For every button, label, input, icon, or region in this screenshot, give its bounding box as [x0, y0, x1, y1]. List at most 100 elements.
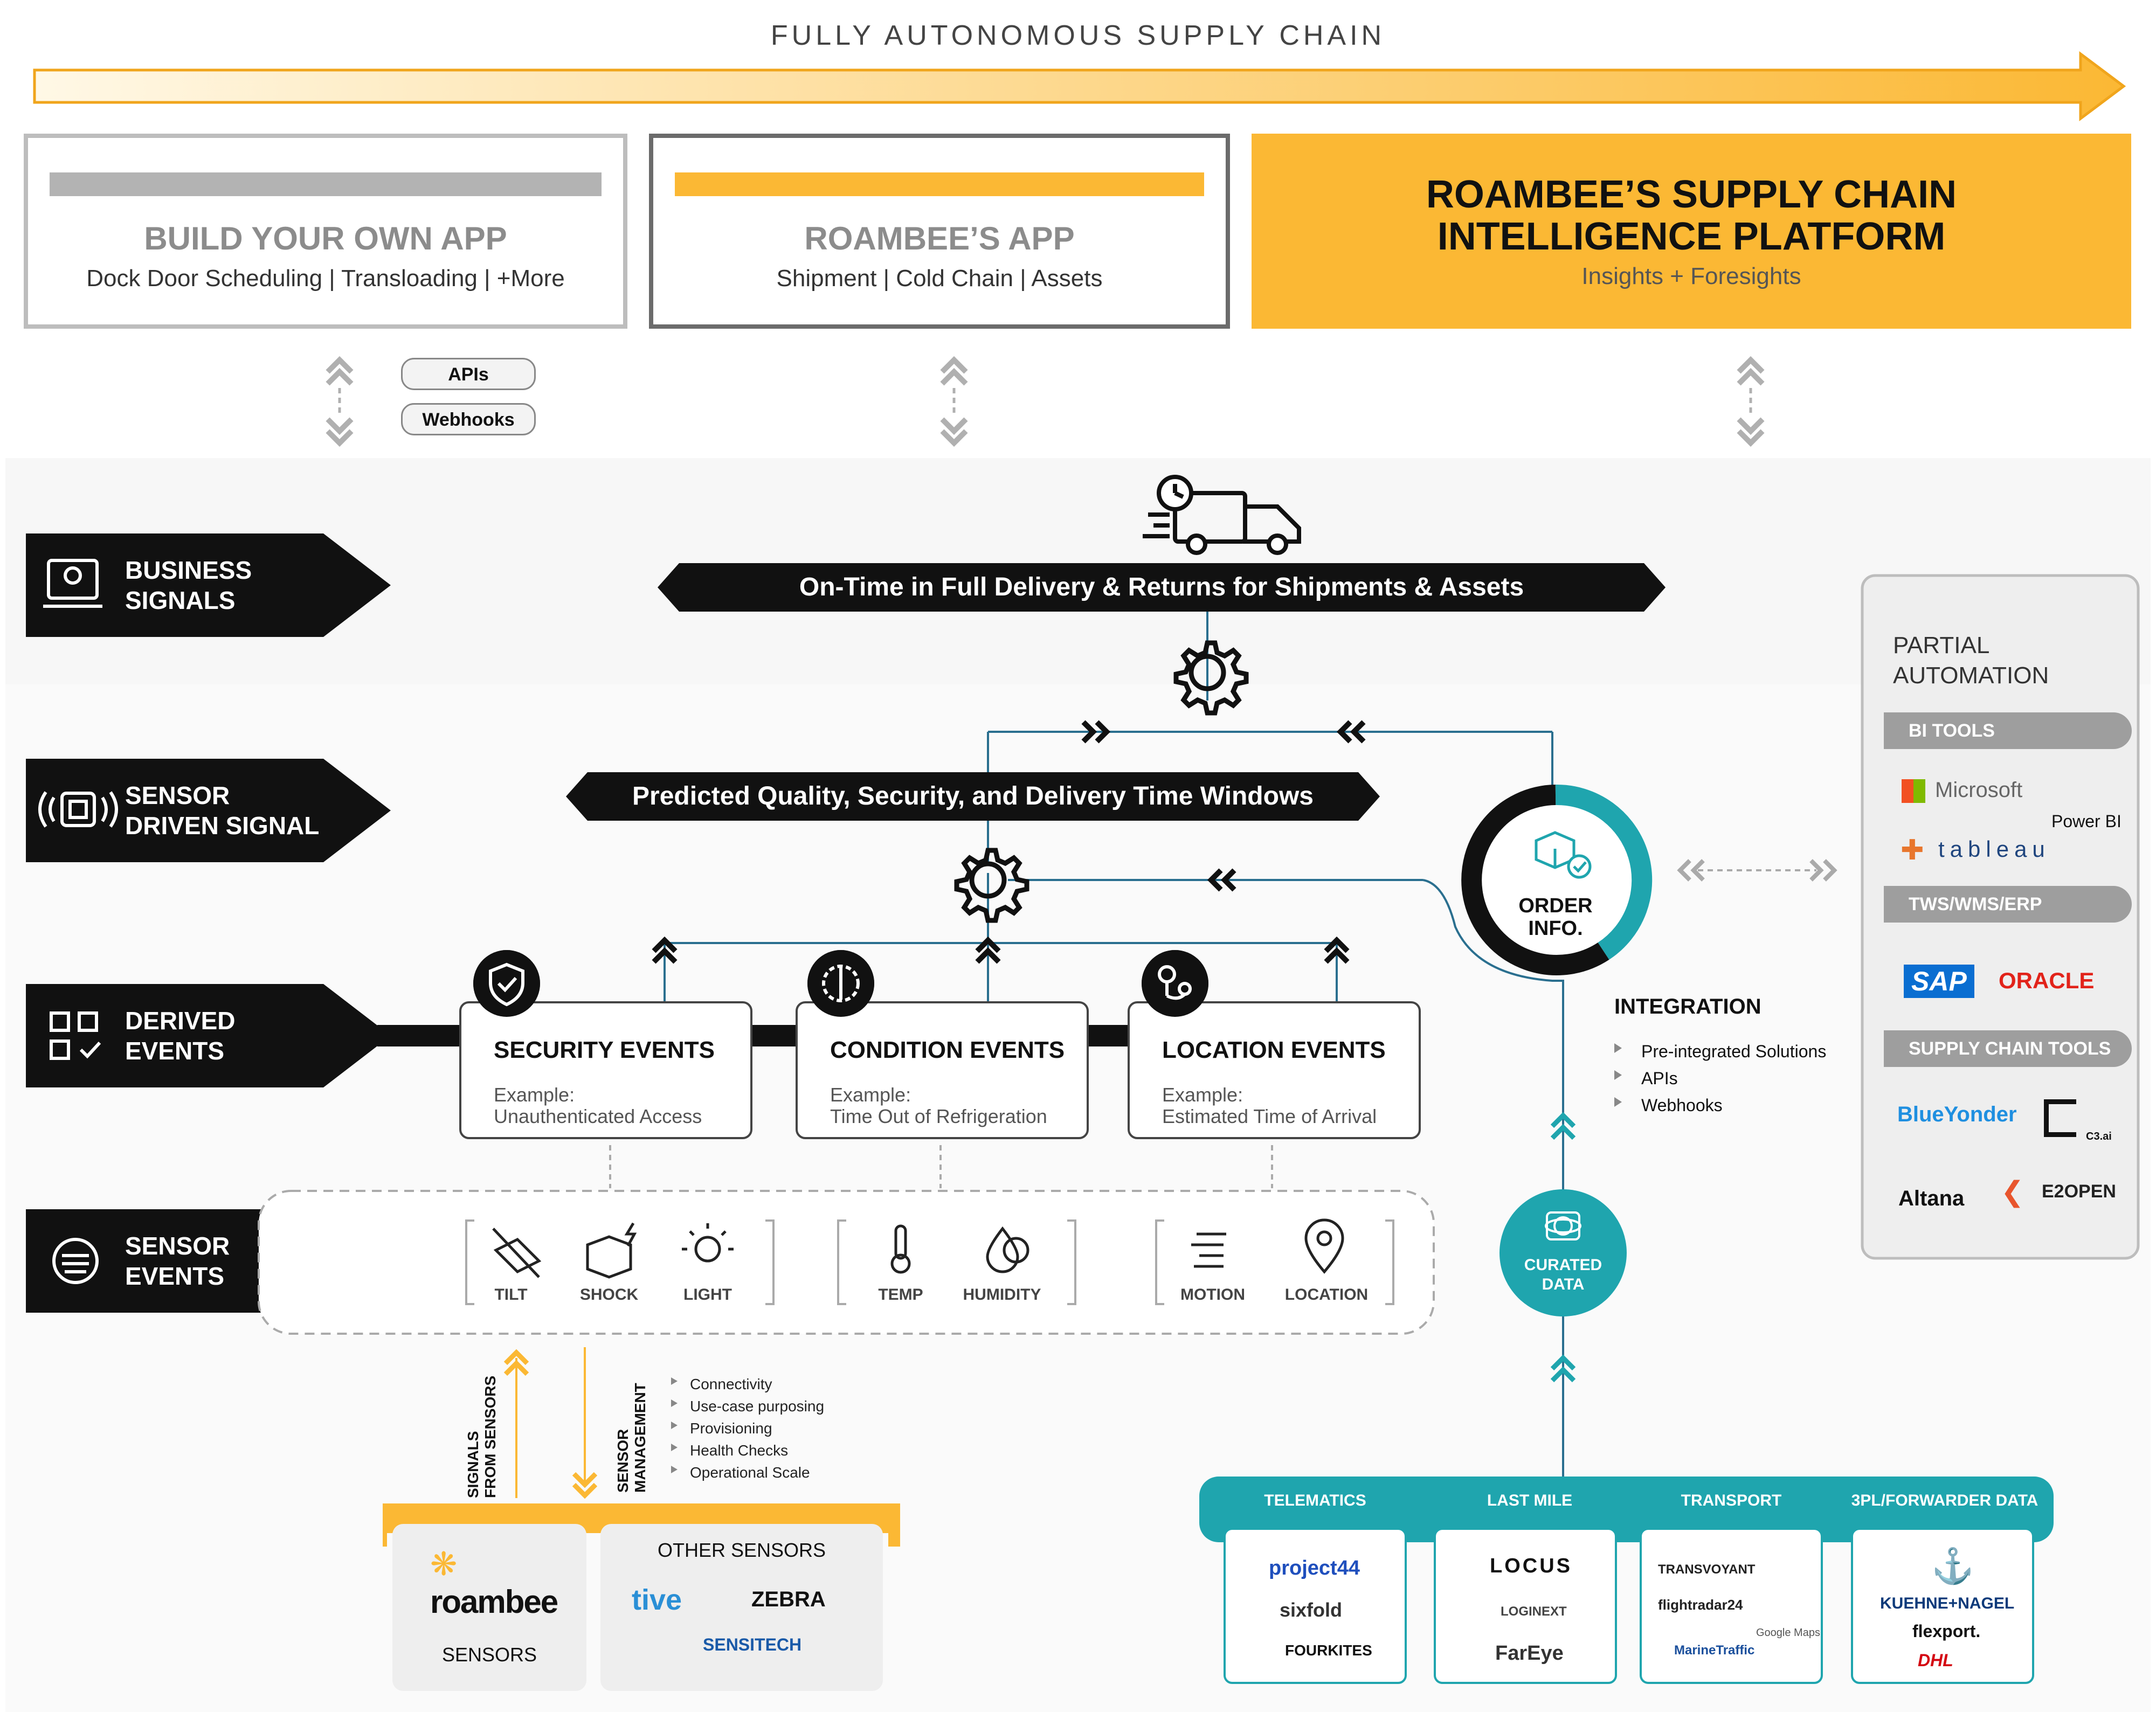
sensors-label: SENSORS [441, 1644, 537, 1666]
flexport-logo: flexport. [1912, 1621, 1981, 1641]
webhooks-pill: Webhooks [401, 403, 536, 435]
list-item: Pre-integrated Solutions [1641, 1042, 1827, 1061]
transvoyant-logo: TRANSVOYANT [1658, 1562, 1756, 1577]
transport-logos: TRANSVOYANT flightradar24 Google Maps Ma… [1640, 1528, 1823, 1684]
event-title: SECURITY EVENTS [494, 1037, 715, 1063]
card-title: INTELLIGENCE PLATFORM [1437, 215, 1946, 258]
event-example: Example:Unauthenticated Access [494, 1084, 702, 1127]
tive-logo: tive [632, 1584, 682, 1616]
event-title: CONDITION EVENTS [830, 1037, 1065, 1063]
business-band-label: On-Time in Full Delivery & Returns for S… [799, 573, 1524, 601]
sensor-motion: MOTION [1180, 1286, 1245, 1304]
bi-tools-header: BI TOOLS [1884, 712, 2132, 749]
predicted-band [566, 772, 1380, 821]
sixfold-logo: sixfold [1280, 1599, 1343, 1621]
business-band [658, 563, 1666, 612]
location-events-card: LOCATION EVENTS Example:Estimated Time o… [1128, 1001, 1421, 1139]
sensor-management-list: Connectivity Use-case purposing Provisio… [690, 1373, 824, 1484]
tws-wms-erp-header: TWS/WMS/ERP [1884, 886, 2132, 923]
truck-icon [1143, 475, 1301, 555]
card-subtitle: Insights + Foresights [1581, 263, 1801, 289]
category-telematics: TELEMATICS [1264, 1492, 1366, 1509]
event-example: Example:Time Out of Refrigeration [830, 1084, 1047, 1127]
condition-events-card: CONDITION EVENTS Example:Time Out of Ref… [796, 1001, 1089, 1139]
roambee-sensors-box: ❋ roambee SENSORS [392, 1524, 586, 1691]
fourkites-logo: FOURKITES [1285, 1642, 1372, 1659]
card-subtitle: Shipment | Cold Chain | Assets [776, 265, 1103, 292]
event-title: LOCATION EVENTS [1162, 1037, 1386, 1063]
loginext-logo: LOGINEXT [1501, 1604, 1567, 1619]
c3ai-logo: C3.ai [2086, 1131, 2112, 1142]
forwarder-logos: KUEHNE+NAGEL flexport. DHL ⚓ [1851, 1528, 2034, 1684]
roambee-app-card: ROAMBEE’S APP Shipment | Cold Chain | As… [649, 134, 1230, 329]
anchor-icon: ⚓ [1931, 1547, 1974, 1585]
sensor-temp: TEMP [878, 1286, 923, 1304]
sensitech-logo: SENSITECH [703, 1635, 802, 1654]
other-sensors-title: OTHER SENSORS [657, 1539, 826, 1561]
oracle-logo: ORACLE [1999, 968, 2095, 993]
sensor-humidity: HUMIDITY [963, 1286, 1041, 1304]
last-mile-logos: LOCUS LOGINEXT FarEye [1434, 1528, 1617, 1684]
sensor-shock: SHOCK [579, 1286, 639, 1304]
locus-logo: LOCUS [1490, 1555, 1572, 1577]
data-sources-tray [1199, 1477, 2054, 1542]
gear-icon [1173, 640, 1249, 716]
page-title: FULLY AUTONOMOUS SUPPLY CHAIN [770, 20, 1386, 51]
fareye-logo: FarEye [1495, 1642, 1564, 1665]
sensor-light: LIGHT [683, 1286, 732, 1304]
updown-arrows [326, 356, 1765, 447]
category-transport: TRANSPORT [1681, 1492, 1782, 1509]
list-item: Health Checks [690, 1442, 789, 1459]
altana-logo: Altana [1898, 1187, 1965, 1210]
list-item: Use-case purposing [690, 1398, 825, 1415]
integration-title: INTEGRATION [1614, 995, 1761, 1018]
intelligence-platform-card: ROAMBEE’S SUPPLY CHAIN INTELLIGENCE PLAT… [1252, 134, 2131, 329]
c3ai-icon [2044, 1099, 2076, 1137]
sensor-location: LOCATION [1284, 1286, 1369, 1304]
telematics-logos: project44 sixfold FOURKITES [1224, 1528, 1407, 1684]
integration-list: Pre-integrated Solutions APIs Webhooks [1641, 1038, 1826, 1119]
card-title: ROAMBEE’S APP [804, 220, 1075, 257]
google-maps-logo: Google Maps [1756, 1627, 1820, 1639]
powerbi-logo: Power BI [2051, 812, 2122, 831]
other-sensors-box: OTHER SENSORS tive ZEBRA SENSITECH [600, 1524, 883, 1691]
thermo-icon [822, 965, 860, 1002]
list-item: APIs [1641, 1069, 1678, 1088]
e2open-icon: ❮ [2001, 1176, 2024, 1208]
tableau-logo: tableau [1938, 836, 2050, 862]
security-events-card: SECURITY EVENTS Example:Unauthenticated … [459, 1001, 752, 1139]
card-subtitle: Dock Door Scheduling | Transloading | +M… [86, 265, 565, 292]
apis-pill: APIs [401, 358, 536, 390]
dhl-logo: DHL [1918, 1651, 1953, 1670]
sensor-tilt: TILT [494, 1286, 528, 1304]
sap-logo: SAP [1904, 965, 1974, 998]
supply-chain-tools-header: SUPPLY CHAIN TOOLS [1884, 1030, 2132, 1067]
tableau-icon: ✚ [1901, 835, 1924, 866]
autonomy-arrow [33, 51, 2126, 121]
event-example: Example:Estimated Time of Arrival [1162, 1084, 1377, 1127]
category-3pl: 3PL/FORWARDER DATA [1851, 1492, 2038, 1509]
flightradar-logo: flightradar24 [1658, 1597, 1743, 1613]
bee-icon: ❋ [430, 1546, 458, 1582]
shield-icon [489, 962, 524, 1007]
card-title: ROAMBEE’S SUPPLY CHAIN [1426, 173, 1957, 216]
list-item: Webhooks [1641, 1096, 1723, 1115]
microsoft-icon [1902, 779, 1925, 803]
list-item: Connectivity [690, 1376, 772, 1392]
e2open-logo: E2OPEN [2042, 1181, 2116, 1202]
category-last-mile: LAST MILE [1487, 1492, 1573, 1509]
card-title: BUILD YOUR OWN APP [144, 220, 507, 257]
microsoft-logo: Microsoft [1935, 778, 2023, 802]
predicted-band-label: Predicted Quality, Security, and Deliver… [632, 782, 1314, 810]
list-item: Operational Scale [690, 1464, 810, 1481]
gear-icon [954, 848, 1029, 923]
